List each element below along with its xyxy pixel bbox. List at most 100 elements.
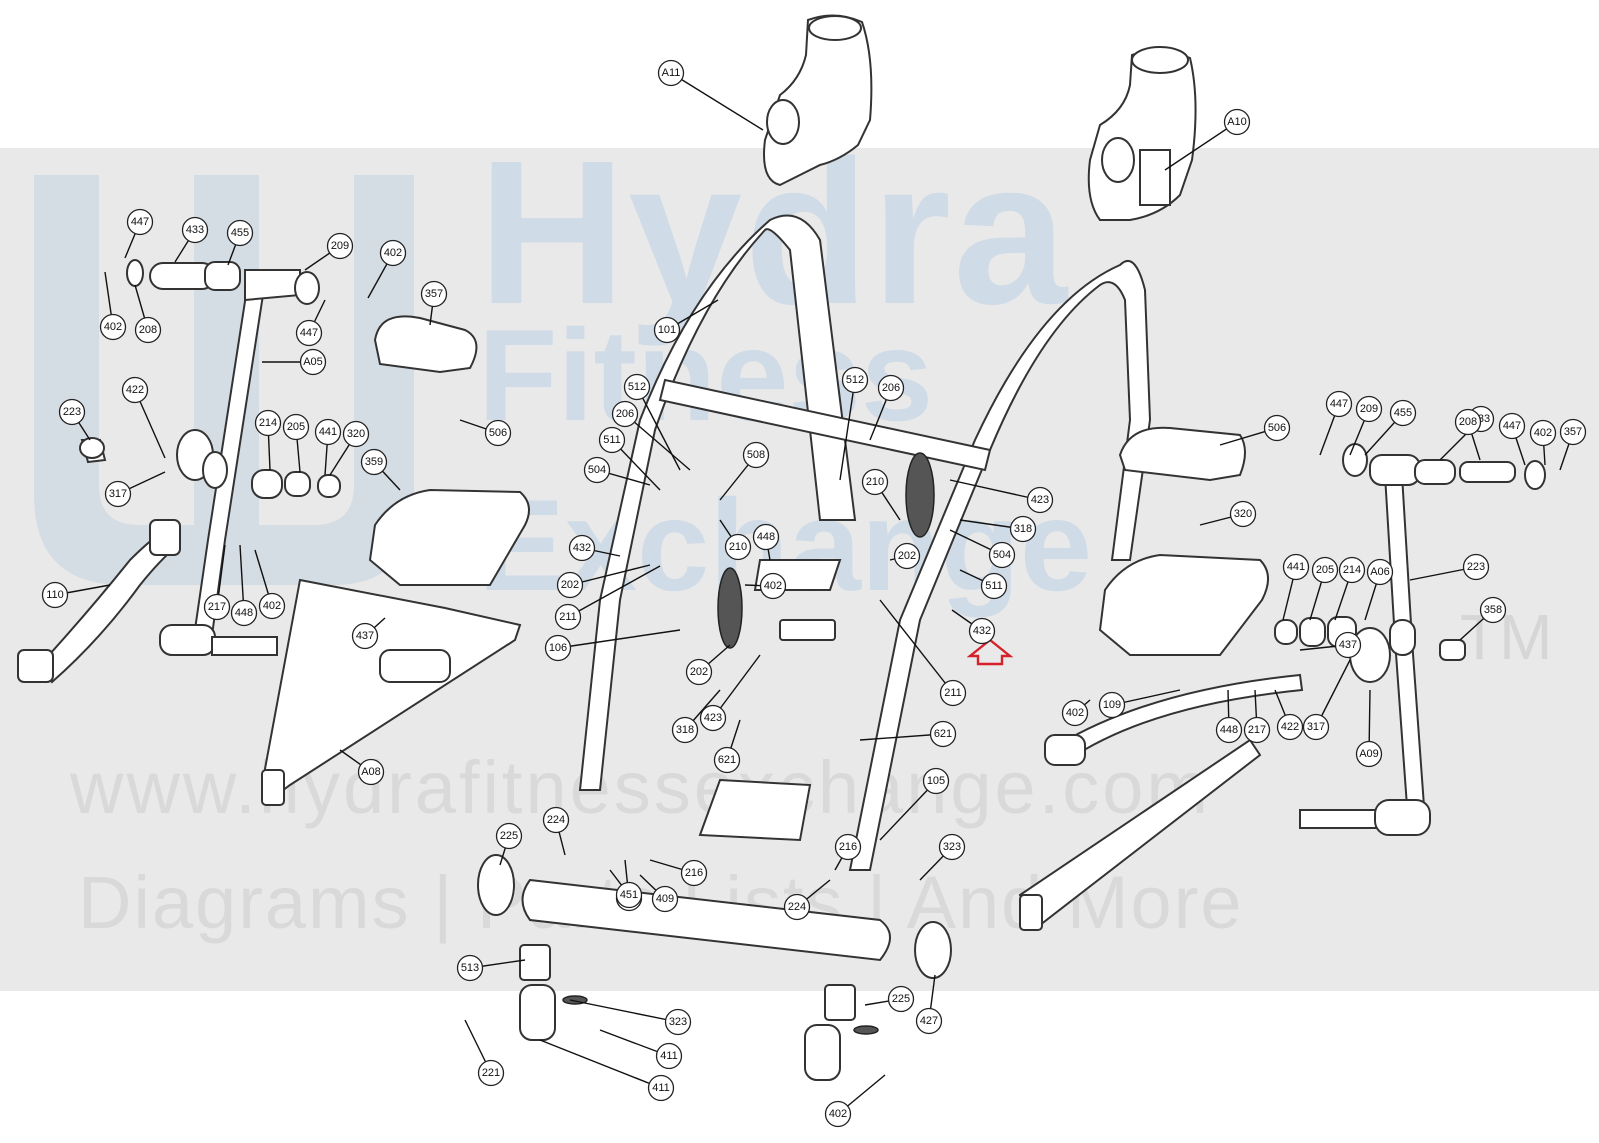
part-callout-label: A11	[662, 67, 681, 79]
part-callout-427: 427	[915, 1007, 943, 1035]
part-callout-318: 318	[671, 716, 699, 744]
part-callout-label: 447	[131, 216, 149, 228]
main-frame	[477, 214, 1152, 1081]
part-callout-label: 205	[1316, 564, 1334, 576]
leader-line	[839, 379, 856, 481]
part-callout-label: 202	[898, 550, 916, 562]
part-callout-label: 508	[747, 449, 765, 461]
part-callout-label: 317	[1307, 721, 1325, 733]
part-callout-224: 224	[783, 893, 811, 921]
part-callout-label: 448	[1220, 724, 1238, 736]
part-callout-label: 402	[829, 1108, 847, 1120]
part-callout-323: 323	[664, 1008, 692, 1036]
part-callout-label: 422	[126, 384, 144, 396]
part-callout-label: 423	[704, 712, 722, 724]
part-callout-455: 455	[226, 219, 254, 247]
leader-line	[569, 999, 679, 1023]
part-callout-label: 455	[1394, 407, 1412, 419]
part-callout-402: 402	[1529, 419, 1557, 447]
part-callout-210: 210	[861, 468, 889, 496]
part-callout-label: 317	[109, 488, 127, 500]
part-callout-label: 432	[973, 625, 991, 637]
part-callout-label: 224	[788, 901, 806, 913]
part-callout-320: 320	[1229, 500, 1257, 528]
direction-arrow-icon	[966, 638, 1014, 666]
part-callout-317: 317	[1302, 713, 1330, 741]
part-callout-label: 225	[892, 993, 910, 1005]
part-callout-217: 217	[203, 593, 231, 621]
part-callout-402: 402	[379, 239, 407, 267]
part-callout-209: 209	[1355, 395, 1383, 423]
part-callout-433: 433	[181, 216, 209, 244]
part-callout-label: 209	[331, 240, 349, 252]
part-callout-label: 320	[347, 428, 365, 440]
part-callout-217: 217	[1243, 716, 1271, 744]
part-callout-437: 437	[1334, 631, 1362, 659]
left-pedal	[260, 315, 530, 806]
part-callout-label: 205	[287, 421, 305, 433]
part-callout-label: 511	[985, 580, 1003, 592]
part-callout-423: 423	[1026, 486, 1054, 514]
part-callout-label: 621	[934, 728, 952, 740]
right-pedal	[1018, 426, 1304, 931]
part-callout-label: 318	[676, 724, 694, 736]
part-callout-455: 455	[1389, 399, 1417, 427]
part-callout-label: 451	[620, 889, 638, 901]
part-callout-216: 216	[834, 833, 862, 861]
part-callout-441: 441	[314, 418, 342, 446]
part-callout-label: 359	[365, 456, 383, 468]
part-callout-223: 223	[1462, 553, 1490, 581]
part-callout-221: 221	[477, 1059, 505, 1087]
part-callout-506: 506	[1263, 414, 1291, 442]
part-callout-label: 206	[616, 408, 634, 420]
part-callout-317: 317	[104, 480, 132, 508]
part-callout-441: 441	[1282, 553, 1310, 581]
part-callout-label: 504	[993, 549, 1011, 561]
handle-cap-right	[1087, 46, 1197, 221]
part-callout-label: 433	[186, 224, 204, 236]
part-callout-206: 206	[611, 400, 639, 428]
part-callout-label: 441	[1287, 561, 1305, 573]
part-callout-label: 214	[1343, 564, 1361, 576]
part-callout-411: 411	[647, 1074, 675, 1102]
part-callout-506: 506	[484, 419, 512, 447]
part-callout-432: 432	[568, 534, 596, 562]
part-callout-402: 402	[824, 1100, 852, 1128]
part-callout-label: 223	[63, 406, 81, 418]
part-callout-448: 448	[1215, 716, 1243, 744]
part-callout-label: 357	[425, 288, 443, 300]
part-callout-label: 223	[1467, 561, 1485, 573]
part-callout-label: 202	[690, 666, 708, 678]
part-callout-109: 109	[1098, 691, 1126, 719]
part-callout-621: 621	[929, 720, 957, 748]
part-callout-label: 323	[669, 1016, 687, 1028]
part-callout-label: 402	[263, 600, 281, 612]
leader-line	[670, 72, 764, 131]
part-callout-359: 359	[360, 448, 388, 476]
part-callout-label: 357	[1564, 426, 1582, 438]
part-callout-205: 205	[282, 413, 310, 441]
handle-cap-left	[763, 14, 873, 187]
part-callout-label: 411	[660, 1050, 678, 1062]
part-callout-205: 205	[1311, 556, 1339, 584]
part-callout-label: 216	[685, 867, 703, 879]
part-callout-106: 106	[544, 634, 572, 662]
part-callout-label: 402	[764, 580, 782, 592]
part-callout-label: 105	[927, 775, 945, 787]
part-callout-512: 512	[623, 373, 651, 401]
part-callout-label: A08	[361, 766, 381, 778]
part-callout-label: 217	[208, 601, 226, 613]
part-callout-label: 217	[1248, 724, 1266, 736]
part-callout-label: 358	[1484, 604, 1502, 616]
part-callout-511: 511	[980, 572, 1008, 600]
part-callout-508: 508	[742, 441, 770, 469]
part-callout-423: 423	[699, 704, 727, 732]
part-callout-label: 411	[652, 1082, 670, 1094]
part-callout-label: 216	[839, 841, 857, 853]
part-callout-448: 448	[752, 523, 780, 551]
watermark-trademark: TM	[1460, 601, 1553, 673]
part-callout-202: 202	[556, 571, 584, 599]
leader-line	[557, 629, 681, 649]
leader-line	[636, 386, 681, 471]
